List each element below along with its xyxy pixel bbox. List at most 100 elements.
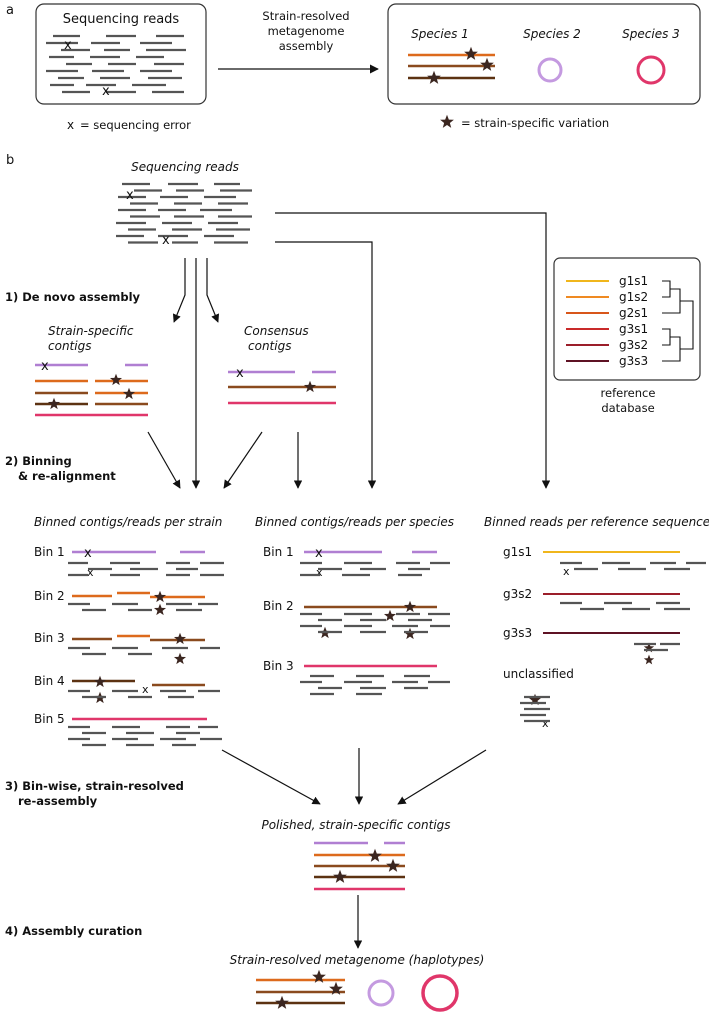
reference-entry-g2s1: g2s1 bbox=[619, 306, 648, 320]
error-mark: x bbox=[563, 565, 570, 578]
reference-caption-1: reference bbox=[601, 386, 656, 400]
reference-entry-g3s3: g3s3 bbox=[619, 354, 648, 368]
error-mark: x bbox=[87, 566, 94, 579]
reads-box bbox=[35, 3, 207, 105]
strain-contigs-title-1: Strain-specific bbox=[48, 324, 134, 338]
species-1-label: Species 1 bbox=[411, 27, 469, 41]
flow-arrows-upper bbox=[147, 212, 551, 489]
species-box bbox=[387, 3, 701, 105]
variation-star bbox=[368, 848, 382, 862]
process-label-3: assembly bbox=[279, 39, 334, 53]
variation-star bbox=[303, 380, 317, 393]
species-1-contigs bbox=[408, 46, 495, 84]
variation-star bbox=[480, 57, 494, 71]
reference-label-g1s1: g1s1 bbox=[503, 545, 532, 559]
strain-bins-graphics: x x x bbox=[68, 546, 224, 747]
species-column-title: Binned contigs/reads per species bbox=[255, 515, 454, 529]
flow-arrows-lower bbox=[221, 748, 487, 949]
final-species-3-genome bbox=[421, 974, 459, 1012]
species-3-label: Species 3 bbox=[622, 27, 680, 41]
variation-star bbox=[403, 600, 417, 613]
reference-tree bbox=[662, 280, 694, 362]
strain-bin-5: Bin 5 bbox=[34, 712, 65, 726]
step-2-label-cont: & re-alignment bbox=[18, 469, 116, 483]
reference-entries: g1s1 g1s2 g2s1 g3s1 g3s2 g3s3 bbox=[566, 274, 648, 368]
variation-star bbox=[427, 70, 441, 84]
error-mark: x bbox=[542, 717, 549, 730]
strain-bin-3: Bin 3 bbox=[34, 631, 65, 645]
error-mark: x bbox=[64, 38, 72, 53]
consensus-contigs: x bbox=[228, 366, 336, 405]
species-3-genome bbox=[636, 55, 666, 85]
polished-contigs bbox=[314, 841, 405, 891]
panel-a-letter: a bbox=[6, 3, 14, 18]
variation-star bbox=[153, 590, 167, 603]
variation-star bbox=[93, 675, 107, 688]
error-mark: x bbox=[316, 566, 323, 579]
strain-column-title: Binned contigs/reads per strain bbox=[34, 515, 222, 529]
error-mark: x bbox=[162, 233, 170, 248]
read-pile-a: xx bbox=[46, 34, 186, 99]
strain-bin-1: Bin 1 bbox=[34, 545, 65, 559]
error-legend-mark: x bbox=[67, 118, 74, 132]
variation-star bbox=[173, 652, 187, 665]
error-mark: x bbox=[236, 366, 244, 381]
reads-box-title: Sequencing reads bbox=[63, 12, 180, 27]
variation-star bbox=[464, 46, 478, 60]
reference-entry-g1s2: g1s2 bbox=[619, 290, 648, 304]
strain-contigs-title-2: contigs bbox=[48, 339, 91, 353]
reads-b-title: Sequencing reads bbox=[131, 160, 239, 174]
step-1-label: 1) De novo assembly bbox=[5, 290, 141, 304]
error-mark: x bbox=[41, 359, 49, 374]
variation-star bbox=[173, 632, 187, 645]
final-species-2-genome bbox=[367, 979, 395, 1007]
species-bins-graphics: x x bbox=[300, 546, 450, 696]
species-bin-2: Bin 2 bbox=[263, 599, 294, 613]
variation-star bbox=[275, 995, 289, 1009]
species-2-genome bbox=[537, 57, 563, 83]
consensus-contigs-title-2: contigs bbox=[248, 339, 291, 353]
variation-star bbox=[643, 654, 655, 665]
variation-star bbox=[122, 387, 136, 400]
reference-label-unclassified: unclassified bbox=[503, 667, 574, 681]
reference-entry-g1s1: g1s1 bbox=[619, 274, 648, 288]
variation-star bbox=[109, 373, 123, 386]
error-mark: x bbox=[102, 84, 110, 99]
reference-label-g3s2: g3s2 bbox=[503, 587, 532, 601]
reference-entry-g3s2: g3s2 bbox=[619, 338, 648, 352]
reference-entry-g3s1: g3s1 bbox=[619, 322, 648, 336]
variation-star bbox=[333, 869, 347, 883]
variation-legend-star bbox=[440, 114, 454, 128]
variation-star bbox=[386, 858, 400, 872]
final-haplotypes bbox=[256, 969, 345, 1009]
variation-star bbox=[153, 603, 167, 616]
strain-bin-4: Bin 4 bbox=[34, 674, 65, 688]
reference-caption-2: database bbox=[601, 401, 654, 415]
variation-star bbox=[47, 397, 61, 410]
species-2-label: Species 2 bbox=[523, 27, 581, 41]
final-title: Strain-resolved metagenome (haplotypes) bbox=[230, 953, 485, 967]
consensus-contigs-title-1: Consensus bbox=[244, 324, 309, 338]
step-3-label-cont: re-assembly bbox=[18, 794, 98, 808]
error-mark: x bbox=[126, 188, 134, 203]
error-mark: x bbox=[315, 546, 323, 561]
strain-bin-2: Bin 2 bbox=[34, 589, 65, 603]
reference-database-box bbox=[553, 257, 701, 381]
species-bin-1: Bin 1 bbox=[263, 545, 294, 559]
variation-star bbox=[403, 627, 417, 640]
step-4-label: 4) Assembly curation bbox=[5, 924, 142, 938]
read-pile-b: xx bbox=[116, 182, 252, 248]
reference-bins-graphics: x x bbox=[520, 551, 706, 730]
step-3-label: 3) Bin-wise, strain-resolved bbox=[5, 779, 184, 793]
polished-title: Polished, strain-specific contigs bbox=[261, 818, 450, 832]
error-mark: x bbox=[84, 546, 92, 561]
reference-column-title: Binned reads per reference sequence bbox=[484, 515, 709, 529]
variation-legend-text: = strain-specific variation bbox=[461, 116, 609, 130]
strain-contigs: x bbox=[35, 359, 148, 417]
process-label-2: metagenome bbox=[268, 24, 345, 38]
error-mark: x bbox=[142, 683, 149, 696]
reference-label-g3s3: g3s3 bbox=[503, 626, 532, 640]
error-legend-text: = sequencing error bbox=[80, 118, 191, 132]
process-label-1: Strain-resolved bbox=[262, 9, 349, 23]
